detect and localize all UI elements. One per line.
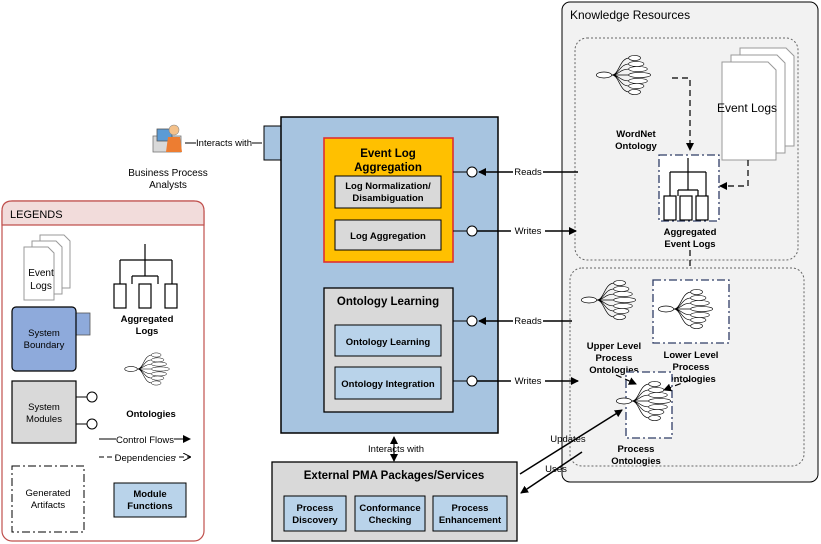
legend-event-logs-icon <box>23 234 71 301</box>
actor-label-line1: Business Process <box>128 168 207 179</box>
lower-to-process-dependency <box>663 379 691 392</box>
reads-label-2: Reads <box>514 316 542 327</box>
legend-module-line1: Module <box>133 489 166 500</box>
process-discovery-line2: Discovery <box>292 515 338 526</box>
process-enhancement-line1: Process <box>452 503 489 514</box>
event-logs-label: Event Logs <box>717 101 777 115</box>
business-analyst-icon <box>152 124 182 153</box>
process-ontologies-label-line2: Ontologies <box>611 456 661 467</box>
writes-label-2: Writes <box>515 376 542 387</box>
data-flows: Reads Writes Reads Writes Interacts with… <box>368 165 623 494</box>
legend-generated-line2: Artifacts <box>31 500 66 511</box>
legend-system-boundary-line1: System <box>28 328 60 339</box>
legend-aggregated-line2: Logs <box>136 326 159 337</box>
log-normalization-label-line1: Log Normalization/ <box>345 181 431 192</box>
reads-label-1: Reads <box>514 167 542 178</box>
upper-label-line2: Process <box>596 353 633 364</box>
legend-generated-artifacts-box <box>11 465 85 533</box>
legend-control-flows-label: Control Flows <box>116 435 174 446</box>
conformance-checking-line1: Conformance <box>359 503 420 514</box>
upper-label-line1: Upper Level <box>587 341 641 352</box>
legend-module-line2: Functions <box>127 501 172 512</box>
event-log-aggregation-title-line2: Aggregation <box>354 162 422 174</box>
legend-generated-line1: Generated <box>26 488 71 499</box>
legend-system-modules-line1: System <box>28 402 60 413</box>
legend-event-logs-line1: Event <box>28 268 54 279</box>
uses-flow <box>520 451 583 494</box>
log-aggregation-label: Log Aggregation <box>350 231 426 242</box>
external-pma-title: External PMA Packages/Services <box>304 470 485 482</box>
legend-panel: LEGENDS Event Logs Aggregated Logs Syste… <box>1 200 205 542</box>
uses-label: Uses <box>545 464 567 475</box>
wordnet-to-aggregated-dependency <box>672 77 694 151</box>
legend-system-modules-line2: Modules <box>26 414 62 425</box>
eventlogs-to-aggregated-dependency <box>719 160 749 190</box>
lower-label-line1: Lower Level <box>664 350 719 361</box>
legend-system-modules-box <box>11 380 77 444</box>
wordnet-label-line1: WordNet <box>616 129 656 140</box>
event-logs-document-icon <box>721 47 795 161</box>
legend-aggregated-logs-icon <box>113 244 178 309</box>
updates-flow <box>519 409 623 475</box>
upper-to-process-dependency <box>615 374 637 385</box>
writes-label-1: Writes <box>515 226 542 237</box>
conformance-checking-line2: Checking <box>369 515 412 526</box>
legend-title: LEGENDS <box>10 209 63 221</box>
ontology-integration-label: Ontology Integration <box>341 379 435 390</box>
legend-event-logs-line2: Logs <box>30 281 52 292</box>
interacts-with-label: Interacts with <box>368 444 424 455</box>
aggregated-event-logs-icon <box>663 158 709 221</box>
lower-label-line2: Process <box>673 362 710 373</box>
legend-module-functions-box <box>113 482 187 518</box>
external-pma-module: External PMA Packages/Services Process D… <box>271 461 518 542</box>
actor-label-line2: Analysts <box>149 180 187 191</box>
legend-ontologies-label: Ontologies <box>126 409 176 420</box>
updates-label: Updates <box>550 434 586 445</box>
event-log-aggregation-title-line1: Event Log <box>360 148 416 160</box>
knowledge-resources-panel: Knowledge Resources WordNet Ontology Eve… <box>561 1 819 483</box>
legend-system-boundary-box <box>11 306 77 372</box>
legend-system-boundary-line2: Boundary <box>24 340 65 351</box>
legend-dependencies-label: Dependencies <box>115 453 176 464</box>
knowledge-resources-title: Knowledge Resources <box>570 8 690 22</box>
event-log-aggregation-module: Event Log Aggregation Log Normalization/… <box>323 137 454 263</box>
wordnet-label-line2: Ontology <box>615 141 657 152</box>
aggregated-label-line1: Aggregated <box>664 227 717 238</box>
process-enhancement-line2: Enhancement <box>439 515 502 526</box>
actor-interacts-label: Interacts with <box>196 138 252 149</box>
ontology-learning-title: Ontology Learning <box>337 296 439 308</box>
process-discovery-line1: Process <box>297 503 334 514</box>
aggregated-label-line2: Event Logs <box>664 239 715 250</box>
ontology-learning-module: Ontology Learning Ontology Learning Onto… <box>323 287 454 413</box>
upper-label-line3: Ontologies <box>589 365 639 376</box>
process-ontologies-label-line1: Process <box>618 444 655 455</box>
log-normalization-label-line2: Disambiguation <box>352 193 423 204</box>
lower-label-line3: Ontologies <box>666 374 716 385</box>
ontology-learning-function-label: Ontology Learning <box>346 337 431 348</box>
legend-aggregated-line1: Aggregated <box>121 314 174 325</box>
